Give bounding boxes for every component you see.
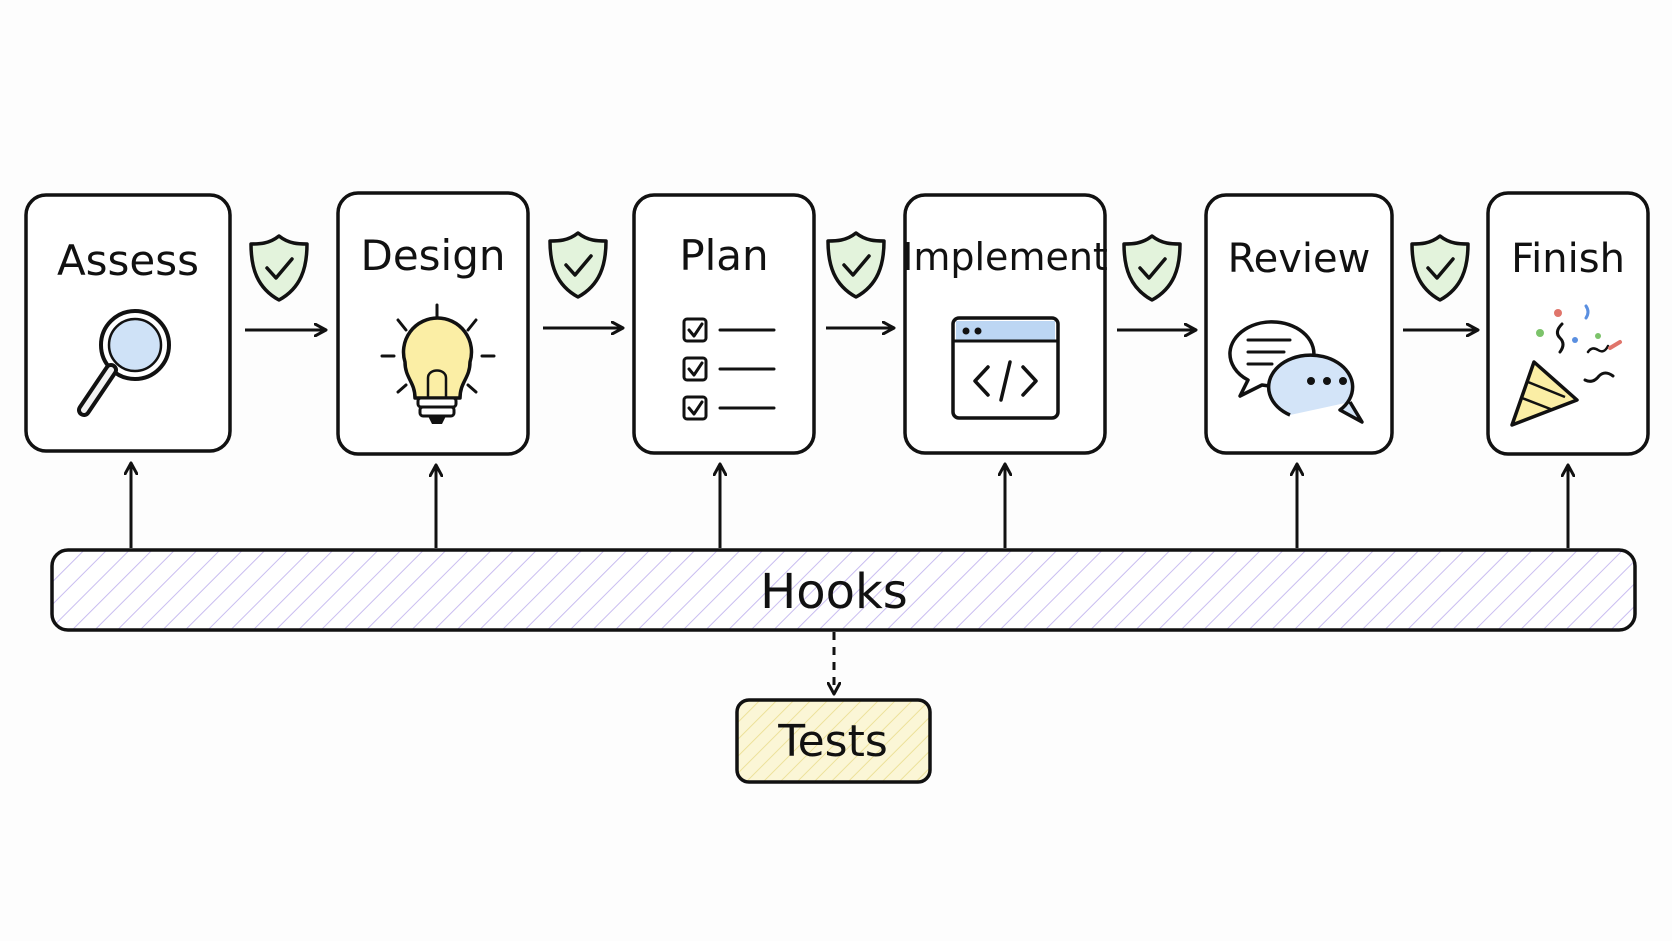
gate-5 bbox=[1410, 234, 1470, 302]
gate-2 bbox=[548, 231, 608, 299]
gate-3 bbox=[826, 231, 886, 299]
stage-label: Implement bbox=[902, 235, 1108, 279]
tests-label: Tests bbox=[777, 716, 888, 767]
stage-finish: Finish bbox=[1486, 191, 1650, 456]
stage-design: Design bbox=[336, 191, 530, 456]
stage-assess: Assess bbox=[24, 193, 232, 453]
shield-check-icon bbox=[826, 231, 886, 299]
stage-plan: Plan bbox=[632, 193, 816, 455]
shield-check-icon bbox=[1410, 234, 1470, 302]
chat-bubbles-icon bbox=[1228, 320, 1364, 424]
shield-check-icon bbox=[548, 231, 608, 299]
gate-1 bbox=[249, 234, 309, 302]
stage-label: Finish bbox=[1511, 236, 1625, 282]
stage-label: Design bbox=[360, 231, 505, 280]
gate-4 bbox=[1122, 234, 1182, 302]
stage-implement: Implement bbox=[902, 193, 1108, 455]
magnifying-glass-icon bbox=[77, 309, 171, 417]
shield-check-icon bbox=[249, 234, 309, 302]
tests-box: Tests bbox=[735, 698, 932, 784]
checklist-icon bbox=[682, 317, 776, 421]
shield-check-icon bbox=[1122, 234, 1182, 302]
lightbulb-icon bbox=[380, 303, 496, 424]
stage-review: Review bbox=[1204, 193, 1394, 455]
flow-arrows bbox=[245, 328, 1477, 330]
stage-label: Plan bbox=[679, 231, 768, 280]
hooks-bar: Hooks bbox=[50, 548, 1637, 632]
stage-box bbox=[632, 193, 816, 455]
party-popper-icon bbox=[1510, 304, 1622, 427]
stage-box bbox=[1204, 193, 1394, 455]
stage-label: Review bbox=[1228, 236, 1371, 282]
hooks-label: Hooks bbox=[760, 564, 908, 620]
stage-box bbox=[1486, 191, 1650, 456]
code-window-icon bbox=[951, 316, 1060, 420]
hook-arrows bbox=[131, 464, 1568, 548]
stage-label: Assess bbox=[57, 236, 199, 285]
